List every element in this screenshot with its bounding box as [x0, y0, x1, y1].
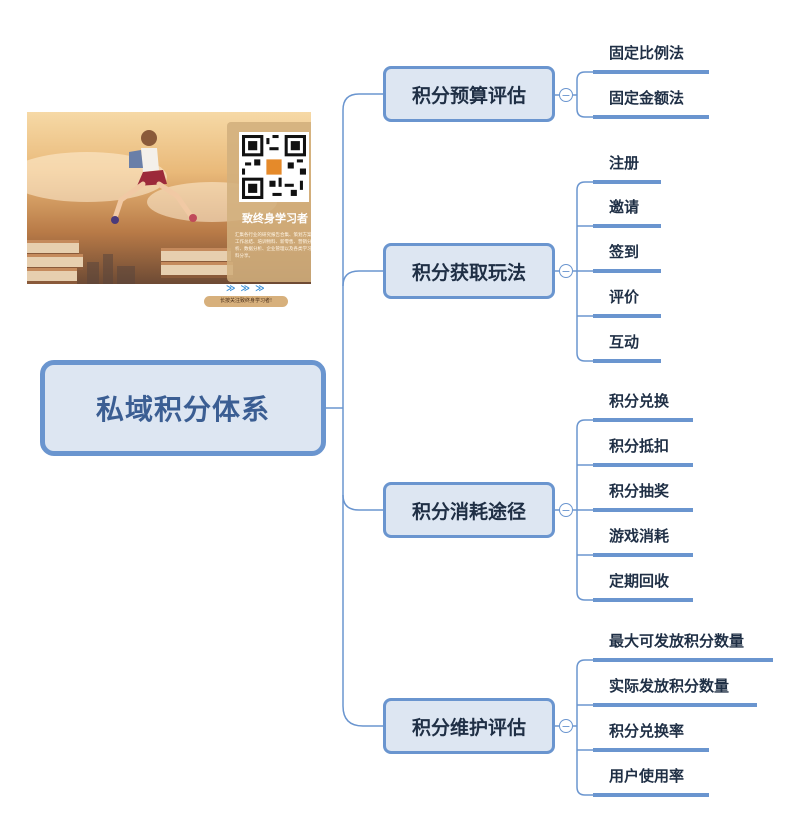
qr-code — [239, 132, 309, 202]
leaf-connector — [576, 726, 593, 796]
leaf-connector — [576, 419, 593, 510]
leaf-node[interactable]: 积分抵扣 — [593, 431, 693, 467]
collapse-icon[interactable]: − — [559, 503, 573, 517]
branch-node-maintain[interactable]: 积分维护评估 — [383, 698, 555, 754]
leaf-connector — [576, 181, 593, 271]
leaf-node[interactable]: 积分兑换率 — [593, 716, 709, 752]
running-girl-illustration — [111, 130, 197, 224]
leaf-connector — [576, 95, 593, 118]
leaf-node[interactable]: 签到 — [593, 237, 661, 273]
leaf-connector — [576, 71, 593, 95]
leaf-node[interactable]: 积分抽奖 — [593, 476, 693, 512]
leaf-node[interactable]: 积分兑换 — [593, 386, 693, 422]
leaf-node[interactable]: 实际发放积分数量 — [593, 671, 757, 707]
leaf-connector — [576, 271, 593, 362]
branch-connector — [342, 270, 383, 287]
leaf-node[interactable]: 用户使用率 — [593, 761, 709, 797]
leaf-connector — [576, 510, 593, 601]
collapse-icon[interactable]: − — [559, 88, 573, 102]
branch-node-acquire[interactable]: 积分获取玩法 — [383, 243, 555, 299]
leaf-node[interactable]: 邀请 — [593, 192, 661, 228]
collapse-icon[interactable]: − — [559, 264, 573, 278]
leaf-node[interactable]: 互动 — [593, 327, 661, 363]
follow-button[interactable]: 长按关注致终身学习者! — [204, 296, 288, 307]
leaf-node[interactable]: 评价 — [593, 282, 661, 318]
collapse-icon[interactable]: − — [559, 719, 573, 733]
book-stack — [27, 268, 77, 284]
branch-connector — [342, 705, 383, 727]
leaf-node[interactable]: 定期回收 — [593, 566, 693, 602]
arrows-icon: ≫ ≫ ≫ — [226, 284, 266, 294]
leaf-node[interactable]: 固定金额法 — [593, 83, 709, 119]
leaf-connector — [576, 659, 593, 726]
city-skyline — [117, 266, 135, 284]
city-skyline — [103, 254, 113, 284]
leaf-node[interactable]: 最大可发放积分数量 — [593, 626, 773, 662]
promo-image: 致终身学习者 汇集各行业的研究报告合集、策划方案、工作总结、培训物料、新零售、营… — [27, 112, 311, 284]
branch-node-budget[interactable]: 积分预算评估 — [383, 66, 555, 122]
leaf-node[interactable]: 注册 — [593, 148, 661, 184]
branch-connector — [342, 494, 383, 511]
branch-connector — [342, 93, 383, 111]
book-stack — [161, 262, 233, 278]
qr-card: 致终身学习者 汇集各行业的研究报告合集、策划方案、工作总结、培训物料、新零售、营… — [227, 122, 311, 282]
qr-description: 汇集各行业的研究报告合集、策划方案、工作总结、培训物料、新零售、营销分析、数据分… — [235, 233, 311, 259]
qr-title: 致终身学习者 — [242, 212, 308, 225]
city-skyline — [87, 262, 99, 284]
leaf-node[interactable]: 固定比例法 — [593, 38, 709, 74]
root-node[interactable]: 私域积分体系 — [40, 360, 326, 456]
leaf-node[interactable]: 游戏消耗 — [593, 521, 693, 557]
branch-node-consume[interactable]: 积分消耗途径 — [383, 482, 555, 538]
